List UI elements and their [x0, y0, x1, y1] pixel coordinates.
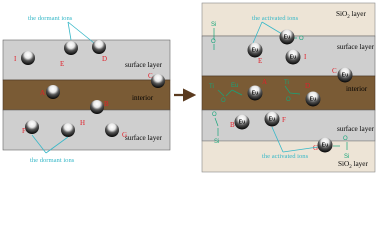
left-caption-top: the dormant ions — [28, 15, 73, 22]
ion-letter-b: B — [230, 121, 235, 129]
ion-ball — [151, 74, 165, 88]
left-interior-label: interior — [132, 94, 154, 102]
eu-ion-label: Eu — [290, 55, 296, 61]
atom-o: O — [286, 97, 291, 103]
left-interior-layer — [2, 79, 171, 111]
bonds — [213, 28, 348, 150]
eu-ion-label: Eu — [322, 143, 328, 149]
ion-ball — [61, 123, 75, 137]
atom-si: Si — [214, 139, 219, 145]
ion-letter-i: I — [14, 55, 17, 63]
ion-ball — [105, 123, 119, 137]
eu-ion-label: Eu — [239, 120, 245, 126]
atom-ti: Ti — [284, 80, 289, 86]
pointer-line — [31, 134, 47, 154]
left-surface-layer-top-label: surface layer — [125, 61, 163, 69]
eu-ion-ball — [247, 85, 263, 101]
left-panel: the dormant ions surface layer interior … — [2, 15, 171, 164]
left-caption-bottom: the dormant ions — [30, 157, 75, 164]
right-sio2-layer-bottom — [201, 140, 376, 173]
ion-letter-i: I — [304, 53, 307, 61]
eu-ion-ball — [264, 111, 280, 127]
ion-letter-g: G — [313, 144, 318, 152]
eu-ion-ball — [305, 91, 321, 107]
eu-ion-label: Eu — [310, 97, 316, 103]
ion-letter-b: B — [104, 100, 109, 108]
ion-ball — [92, 40, 106, 54]
right-panel: SiO2 layer the activated ions surface la… — [201, 2, 376, 173]
ion-ball — [46, 85, 60, 99]
ion-letter-a: A — [40, 89, 45, 97]
ion-letter-a: A — [262, 78, 267, 86]
ion-ball — [21, 51, 35, 65]
pointer-line — [252, 21, 263, 44]
eu-ion-label: Eu — [342, 73, 348, 79]
eu-ion-ball — [285, 49, 301, 65]
atom-o: O — [299, 36, 304, 42]
ion-activation-diagram: the dormant ions surface layer interior … — [2, 2, 376, 173]
right-surface-layer-bottom — [201, 109, 376, 142]
ion-letter-d: D — [102, 55, 107, 63]
right-sio2-top-label: SiO2 layer — [336, 10, 366, 20]
pointer-line — [282, 146, 319, 153]
eu-ion-ball — [279, 29, 295, 45]
atom-o: O — [343, 136, 348, 142]
eu-ion-label: Eu — [269, 117, 275, 123]
eu-ion-label: Eu — [284, 35, 290, 41]
right-surface-layer-bottom-label: surface layer — [337, 125, 375, 133]
right-sio2-bottom-label: SiO2 layer — [338, 160, 368, 170]
atom-o: O — [212, 112, 217, 118]
atom-eu: Eu — [231, 83, 238, 89]
right-caption-bottom: the activated ions — [262, 153, 309, 160]
eu-ion-ball — [337, 67, 353, 83]
ion-ball — [90, 100, 104, 114]
pointer-line — [45, 136, 69, 154]
right-interior-label: interior — [346, 85, 368, 93]
eu-ion-label: Eu — [252, 48, 258, 54]
ion-letter-h: H — [80, 119, 85, 127]
eu-ion-ball — [247, 42, 263, 58]
atom-o: O — [211, 39, 216, 45]
diagram: the dormant ions surface layer interior … — [2, 2, 376, 173]
pointer-line — [67, 21, 72, 41]
ion-letter-f: F — [282, 116, 286, 124]
right-surface-layer-top-label: surface layer — [337, 43, 375, 51]
ion-letter-e: E — [258, 57, 262, 65]
eu-ion-ball — [317, 137, 333, 153]
ion-ball — [25, 120, 39, 134]
ion-letter-e: E — [60, 60, 64, 68]
ion-letter-c: C — [148, 72, 153, 80]
pointer-line — [271, 126, 284, 153]
atom-ti: Ti — [209, 84, 214, 90]
ion-letter-f: F — [22, 127, 26, 135]
ion-letter-c: C — [332, 67, 337, 75]
atom-si: Si — [211, 22, 216, 28]
right-caption-top: the activated ions — [252, 15, 299, 22]
ion-ball — [64, 41, 78, 55]
eu-ion-label: Eu — [252, 91, 258, 97]
atom-si: Si — [344, 154, 349, 160]
ion-letter-g: G — [122, 131, 127, 139]
atom-o: O — [221, 98, 226, 104]
left-surface-layer-bottom-label: surface layer — [125, 134, 163, 142]
eu-ion-ball — [234, 114, 250, 130]
ion-letter-d: D — [305, 82, 310, 90]
